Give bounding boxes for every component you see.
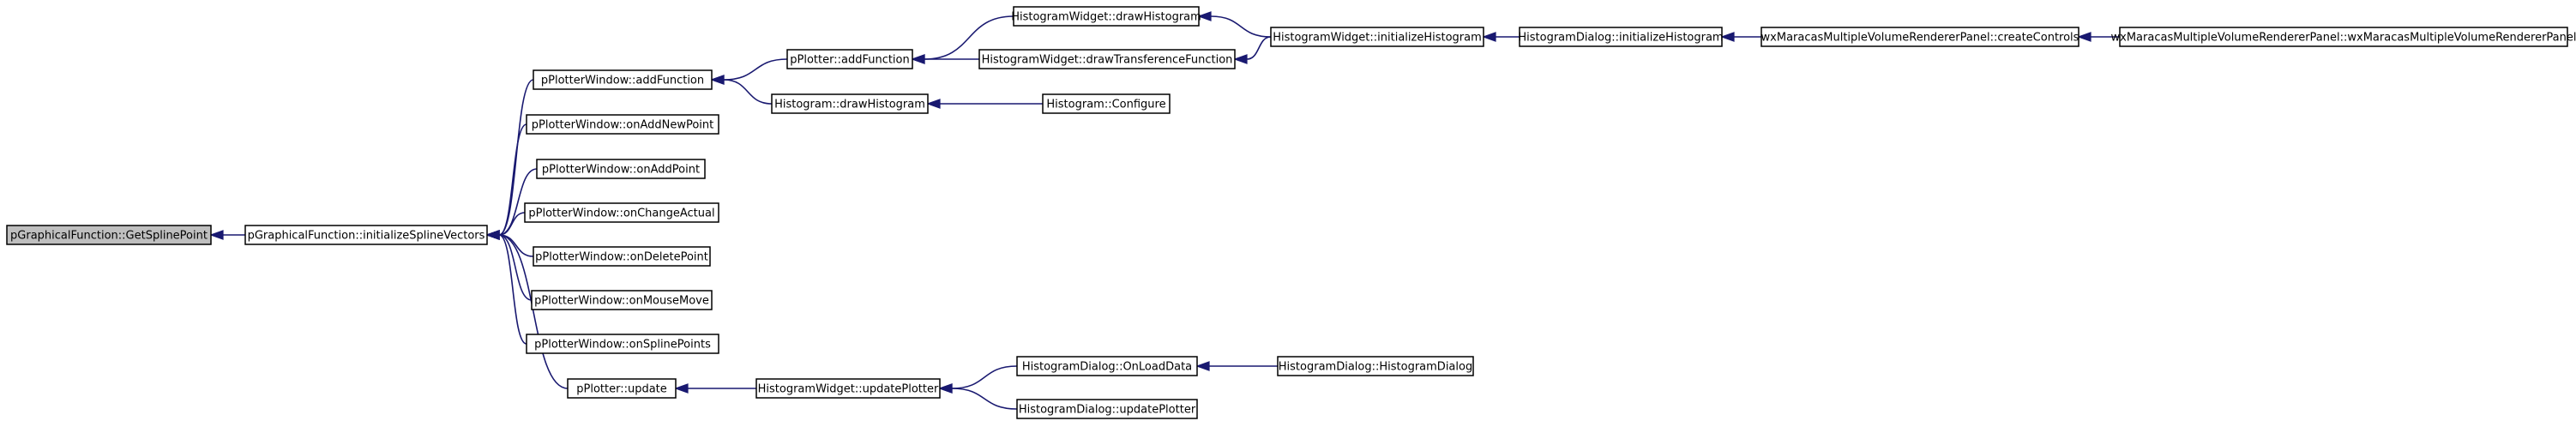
function-node[interactable]: HistogramWidget::initializeHistogram	[1270, 27, 1484, 47]
node-label: wxMaracasMultipleVolumeRendererPanel::wx…	[2111, 32, 2576, 45]
node-label: pPlotterWindow::onDeletePoint	[535, 251, 708, 264]
node-label: pPlotterWindow::onAddPoint	[542, 164, 700, 177]
call-edge	[1195, 361, 1278, 371]
node-box	[526, 334, 719, 354]
call-edge	[1197, 11, 1272, 38]
function-node[interactable]: Histogram::Configure	[1042, 93, 1171, 114]
call-edge	[1720, 32, 1761, 42]
function-node[interactable]: pPlotterWindow::onChangeActual	[524, 202, 719, 223]
node-box	[6, 225, 212, 245]
node-box	[1270, 27, 1484, 47]
function-node[interactable]: pPlotterWindow::onMouseMove	[531, 290, 713, 310]
node-label: wxMaracasMultipleVolumeRendererPanel::cr…	[1761, 32, 2079, 45]
node-box	[2119, 27, 2568, 47]
node-label: pPlotterWindow::onMouseMove	[534, 295, 709, 308]
call-edge	[485, 230, 569, 389]
call-edge	[1233, 36, 1272, 64]
call-edge	[710, 75, 773, 105]
function-node[interactable]: HistogramDialog::HistogramDialog	[1277, 356, 1474, 376]
node-box	[536, 159, 706, 179]
function-node[interactable]: pPlotterWindow::onSplinePoints	[526, 334, 719, 354]
node-box	[533, 246, 711, 267]
node-box	[1016, 356, 1198, 376]
node-box	[524, 202, 719, 223]
node-label: pPlotterWindow::onAddNewPoint	[532, 119, 714, 132]
function-node[interactable]: HistogramDialog::updatePlotter	[1016, 399, 1198, 419]
node-label: pGraphicalFunction::GetSplinePoint	[10, 230, 208, 243]
node-box	[567, 378, 677, 399]
node-box	[978, 49, 1236, 69]
call-edge	[209, 230, 246, 240]
call-edge	[911, 54, 979, 64]
node-label: pPlotterWindow::onChangeActual	[528, 207, 714, 220]
function-node[interactable]: pPlotterWindow::addFunction	[533, 69, 713, 90]
node-box	[786, 49, 913, 69]
function-node[interactable]: pGraphicalFunction::initializeSplineVect…	[244, 225, 488, 245]
function-node[interactable]: pPlotterWindow::onAddNewPoint	[526, 114, 719, 135]
call-edge	[926, 99, 1043, 109]
node-label: Histogram::drawHistogram	[774, 99, 925, 111]
call-edge	[1482, 32, 1520, 42]
node-box	[1013, 6, 1200, 27]
function-node[interactable]: HistogramDialog::initializeHistogram	[1518, 27, 1724, 47]
node-label: HistogramDialog::HistogramDialog	[1279, 361, 1472, 374]
node-box	[1016, 399, 1198, 419]
function-node[interactable]: pPlotterWindow::onDeletePoint	[533, 246, 711, 267]
node-box	[1760, 27, 2079, 47]
function-node[interactable]: HistogramWidget::updatePlotter	[755, 378, 941, 399]
node-label: HistogramDialog::initializeHistogram	[1518, 32, 1723, 45]
function-node[interactable]: HistogramWidget::drawTransferenceFunctio…	[978, 49, 1236, 69]
node-box	[1519, 27, 1723, 47]
node-label: Histogram::Configure	[1046, 99, 1165, 111]
node-label: pGraphicalFunction::initializeSplineVect…	[248, 230, 485, 243]
node-box	[533, 69, 713, 90]
function-node[interactable]: HistogramDialog::OnLoadData	[1016, 356, 1198, 376]
function-node[interactable]: pPlotter::update	[567, 378, 677, 399]
node-box	[1277, 356, 1474, 376]
node-box	[1042, 93, 1171, 114]
node-label: HistogramDialog::OnLoadData	[1022, 361, 1192, 374]
edges-layer	[209, 11, 2120, 410]
call-edge	[938, 383, 1018, 410]
node-label: HistogramWidget::initializeHistogram	[1273, 32, 1482, 45]
node-label: HistogramWidget::updatePlotter	[758, 383, 939, 396]
root-function-node[interactable]: pGraphicalFunction::GetSplinePoint	[6, 225, 212, 245]
node-label: pPlotterWindow::addFunction	[541, 75, 704, 87]
node-label: pPlotterWindow::onSplinePoints	[534, 339, 711, 352]
node-label: HistogramDialog::updatePlotter	[1019, 404, 1196, 417]
node-box	[531, 290, 713, 310]
node-label: pPlotter::update	[576, 383, 667, 396]
nodes-layer: pGraphicalFunction::GetSplinePoint pGraph…	[6, 6, 2576, 419]
node-box	[244, 225, 488, 245]
node-box	[755, 378, 941, 399]
function-node[interactable]: wxMaracasMultipleVolumeRendererPanel::wx…	[2111, 27, 2576, 47]
function-node[interactable]: wxMaracasMultipleVolumeRendererPanel::cr…	[1760, 27, 2079, 47]
function-node[interactable]: Histogram::drawHistogram	[771, 93, 929, 114]
call-edge	[674, 383, 756, 394]
function-node[interactable]: pPlotter::addFunction	[786, 49, 913, 69]
node-label: HistogramWidget::drawHistogram	[1011, 11, 1201, 24]
node-box	[771, 93, 929, 114]
call-edge	[2077, 32, 2120, 42]
function-node[interactable]: pPlotterWindow::onAddPoint	[536, 159, 706, 179]
node-box	[526, 114, 719, 135]
node-label: HistogramWidget::drawTransferenceFunctio…	[982, 54, 1233, 67]
function-node[interactable]: HistogramWidget::drawHistogram	[1011, 6, 1201, 27]
node-label: pPlotter::addFunction	[790, 54, 910, 67]
